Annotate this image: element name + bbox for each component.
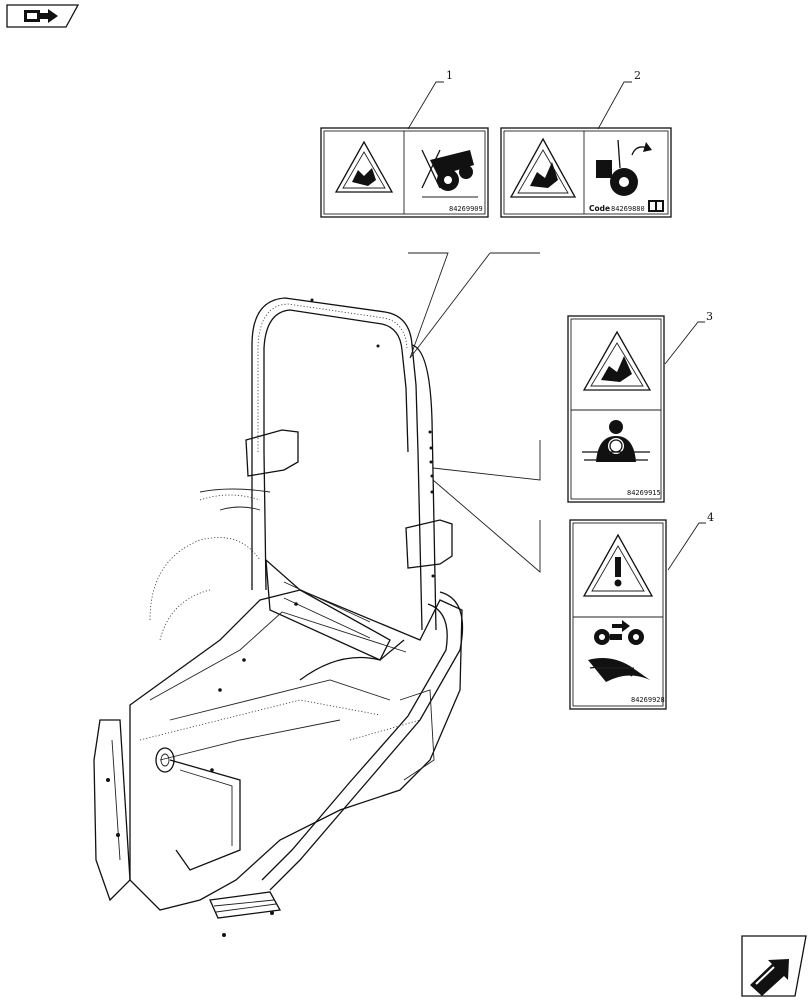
next-page-button[interactable] (741, 935, 807, 997)
book-arrow-nav[interactable] (6, 4, 80, 28)
callout-3: 3 (664, 310, 713, 365)
read-manual-icon (588, 658, 650, 682)
seatbelt-operator-icon (582, 420, 650, 462)
decal-2: Code 84269880 (500, 127, 672, 218)
callout-1: 1 (407, 69, 453, 130)
decal-2-code-prefix: Code (589, 204, 610, 213)
decal-2-code: 84269880 (611, 205, 645, 213)
remove-key-icon (594, 620, 644, 645)
decal-4-code: 84269928 (631, 696, 665, 704)
callout-4: 4 (667, 511, 714, 571)
book-arrow-icon (24, 9, 58, 23)
callout-2: 2 (597, 69, 641, 130)
manual-book-icon (648, 200, 664, 212)
callout-number-3: 3 (706, 310, 713, 323)
tractor-rollbar-icon (596, 139, 652, 196)
warning-triangle-icon-2 (509, 137, 577, 198)
callout-number-4: 4 (707, 511, 714, 524)
warning-triangle-icon-3 (582, 330, 652, 391)
next-page-arrow-icon (750, 959, 789, 996)
general-warning-icon (582, 533, 654, 597)
tractor-tipping-icon (421, 149, 478, 198)
decal-3: 84269915 (567, 315, 665, 503)
decal-4: 84269928 (569, 519, 667, 710)
leader-lines (408, 252, 541, 573)
callout-number-2: 2 (634, 69, 641, 82)
decal-3-code: 84269915 (627, 489, 661, 497)
callout-number-1: 1 (446, 69, 453, 82)
warning-triangle-icon (334, 140, 394, 193)
decal-1-code: 84269909 (449, 205, 483, 213)
rops-platform-drawing (93, 297, 464, 937)
rops-holes (310, 298, 435, 578)
decal-1: 84269909 (320, 127, 489, 218)
